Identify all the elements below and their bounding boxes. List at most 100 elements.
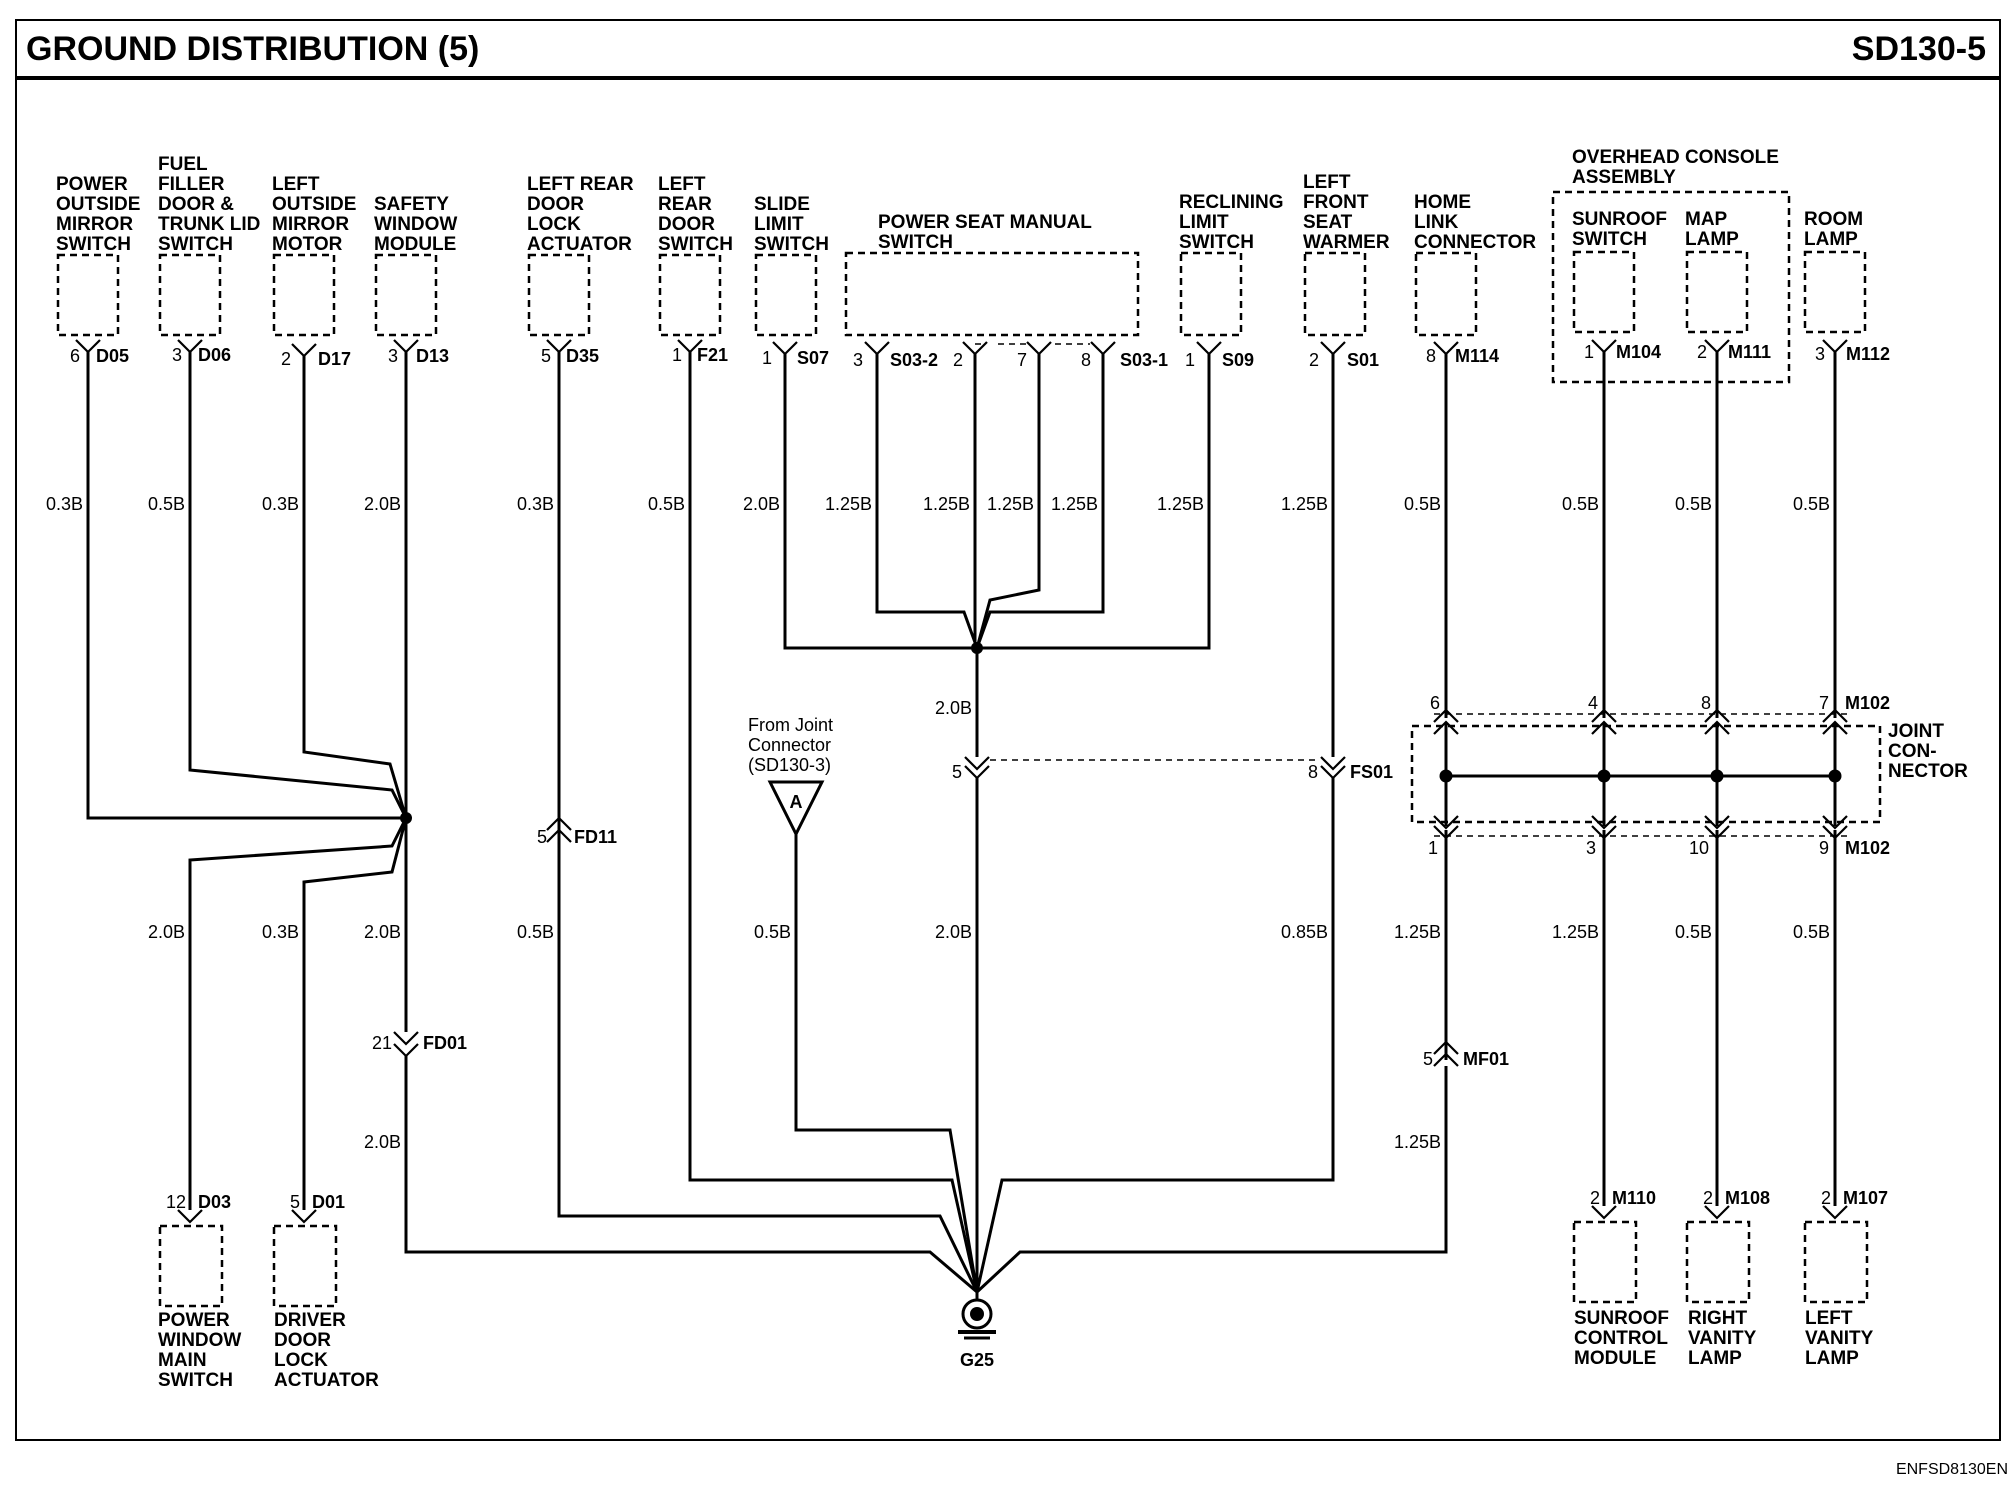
label-left-rear-door-switch: LEFT REAR DOOR SWITCH [658,174,733,255]
svg-text:FUEL: FUEL [158,154,208,175]
svg-text:LIMIT: LIMIT [754,214,804,235]
svg-text:LIMIT: LIMIT [1179,212,1229,233]
svg-text:SAFETY: SAFETY [374,194,449,215]
svg-text:FILLER: FILLER [158,174,225,195]
label-fuel-filler-door-trunk-lid-switch: FUEL FILLER DOOR & TRUNK LID SWITCH [158,154,260,255]
svg-text:0.5B: 0.5B [1404,494,1441,514]
svg-text:S09: S09 [1222,350,1254,370]
svg-text:ASSEMBLY: ASSEMBLY [1572,167,1676,188]
svg-text:SWITCH: SWITCH [1572,229,1647,250]
svg-text:LAMP: LAMP [1805,1348,1859,1369]
box-left-front-seat-warmer [1303,251,1367,337]
svg-text:10: 10 [1689,838,1709,858]
svg-text:0.3B: 0.3B [46,494,83,514]
svg-text:SWITCH: SWITCH [754,234,829,255]
label-room-lamp: ROOM LAMP [1804,209,1863,250]
svg-text:D01: D01 [312,1192,345,1212]
from-joint-connector-reference: From Joint Connector (SD130-3) A [748,715,833,838]
svg-text:LEFT: LEFT [272,174,320,195]
svg-text:DOOR: DOOR [658,214,715,235]
svg-text:2: 2 [281,349,291,369]
svg-text:5: 5 [1423,1049,1433,1069]
svg-text:3: 3 [853,350,863,370]
svg-text:M110: M110 [1612,1188,1656,1208]
svg-text:LINK: LINK [1414,212,1459,233]
label-power-outside-mirror-switch: POWER OUTSIDE MIRROR SWITCH [56,174,140,255]
svg-text:(SD130-3): (SD130-3) [748,755,831,775]
svg-text:FRONT: FRONT [1303,192,1369,213]
svg-text:3: 3 [172,345,182,365]
svg-text:0.5B: 0.5B [1793,494,1830,514]
label-left-outside-mirror-motor: LEFT OUTSIDE MIRROR MOTOR [272,174,356,255]
svg-text:3: 3 [388,346,398,366]
svg-text:2.0B: 2.0B [743,494,780,514]
label-reclining-limit-switch: RECLINING LIMIT SWITCH [1179,192,1284,253]
connector-a-symbol: A [790,792,803,812]
svg-text:SUNROOF: SUNROOF [1574,1308,1669,1329]
svg-text:0.5B: 0.5B [1675,922,1712,942]
svg-text:21: 21 [372,1033,392,1053]
label-left-vanity-lamp: LEFT VANITY LAMP [1805,1308,1874,1369]
svg-text:8: 8 [1308,762,1318,782]
svg-text:SLIDE: SLIDE [754,194,810,215]
box-map-lamp [1685,250,1749,334]
svg-text:0.3B: 0.3B [262,922,299,942]
svg-text:0.85B: 0.85B [1281,922,1328,942]
svg-text:2.0B: 2.0B [364,1132,401,1152]
svg-text:SEAT: SEAT [1303,212,1353,233]
svg-text:WARMER: WARMER [1303,232,1390,253]
label-safety-window-module: SAFETY WINDOW MODULE [374,194,457,255]
svg-text:F21: F21 [697,345,728,365]
svg-text:0.5B: 0.5B [754,922,791,942]
svg-text:SWITCH: SWITCH [878,232,953,253]
label-power-window-main-switch: POWER WINDOW MAIN SWITCH [158,1310,241,1391]
box-sunroof-switch [1572,250,1636,334]
svg-text:1.25B: 1.25B [825,494,872,514]
svg-text:TRUNK LID: TRUNK LID [158,214,260,235]
svg-text:0.3B: 0.3B [262,494,299,514]
svg-text:2.0B: 2.0B [364,494,401,514]
splice-dots [400,642,1842,824]
svg-text:MAP: MAP [1685,209,1728,230]
svg-text:2: 2 [1821,1188,1831,1208]
box-driver-door-lock-actuator [272,1224,338,1308]
svg-text:M111: M111 [1728,342,1771,362]
svg-text:2: 2 [1697,342,1707,362]
svg-text:RIGHT: RIGHT [1688,1308,1748,1329]
svg-text:D05: D05 [96,346,129,366]
svg-text:SUNROOF: SUNROOF [1572,209,1667,230]
svg-text:LOCK: LOCK [527,214,581,235]
label-left-rear-door-lock-actuator: LEFT REAR DOOR LOCK ACTUATOR [527,174,634,255]
svg-text:0.5B: 0.5B [1562,494,1599,514]
svg-text:LOCK: LOCK [274,1350,328,1371]
svg-text:LAMP: LAMP [1688,1348,1742,1369]
svg-text:OUTSIDE: OUTSIDE [56,194,140,215]
svg-text:D13: D13 [416,346,449,366]
svg-text:OVERHEAD CONSOLE: OVERHEAD CONSOLE [1572,147,1779,168]
svg-text:S07: S07 [797,348,829,368]
svg-text:3: 3 [1586,838,1596,858]
svg-text:2: 2 [1703,1188,1713,1208]
label-left-front-seat-warmer: LEFT FRONT SEAT WARMER [1303,172,1390,253]
doc-code: ENFSD8130EN [1896,1461,2008,1478]
svg-text:LEFT: LEFT [1805,1308,1853,1329]
box-left-rear-door-switch [658,253,722,337]
joint-connector-m102: 6 4 8 7 M102 1 3 10 9 M102 JOINT CON- NE… [1410,693,1968,858]
svg-text:FD11: FD11 [574,827,617,847]
svg-text:LEFT: LEFT [1303,172,1351,193]
box-slide-limit-switch [754,253,818,337]
svg-text:LAMP: LAMP [1685,229,1739,250]
svg-text:1.25B: 1.25B [1394,1132,1441,1152]
svg-text:MF01: MF01 [1463,1049,1509,1069]
svg-text:2.0B: 2.0B [935,922,972,942]
svg-text:POWER SEAT MANUAL: POWER SEAT MANUAL [878,212,1092,233]
svg-text:1: 1 [1185,350,1195,370]
svg-text:DOOR: DOOR [527,194,584,215]
svg-text:WINDOW: WINDOW [374,214,457,235]
label-map-lamp: MAP LAMP [1685,209,1739,250]
page-title: GROUND DISTRIBUTION (5) [26,30,479,68]
svg-text:4: 4 [1588,693,1598,713]
svg-text:M108: M108 [1725,1188,1770,1208]
svg-text:POWER: POWER [158,1310,230,1331]
